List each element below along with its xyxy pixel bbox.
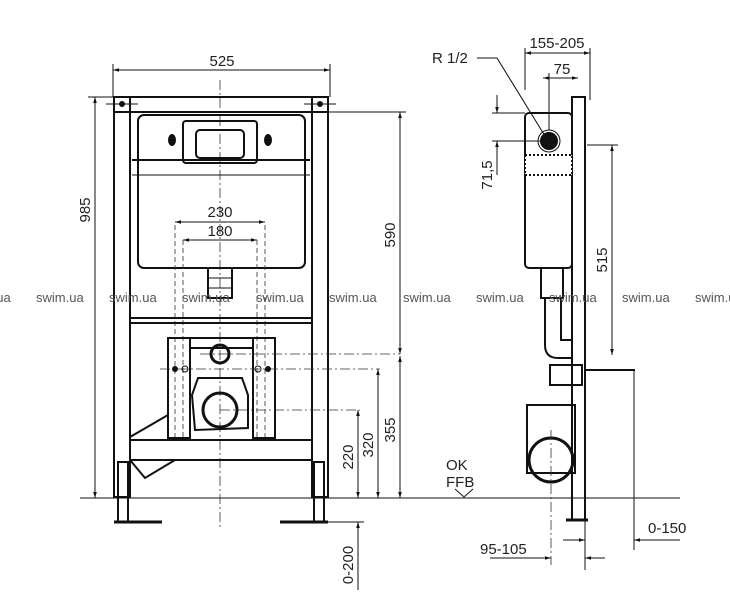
side-view: 515 71,5 155-205 75 R 1/2 OK FFB 0-150 9…: [432, 35, 686, 570]
watermark: swim.ua: [403, 290, 451, 305]
watermark: swim.ua: [182, 290, 230, 305]
watermark-row: swim.ua swim.ua swim.ua swim.ua swim.ua …: [0, 290, 730, 305]
watermark: swim.ua: [549, 290, 597, 305]
foot-adjust-dimension: 0-200: [340, 546, 357, 584]
watermark: swim.ua: [476, 290, 524, 305]
lower-fixing-dimension: 320: [360, 432, 377, 457]
depth-dimension: 155-205: [529, 35, 584, 52]
height-dimension: 985: [77, 197, 94, 222]
inlet-offset-dimension: 75: [554, 61, 571, 78]
cistern: [137, 114, 306, 269]
floor-label-ok: OK: [446, 457, 468, 474]
width-dimension: 525: [209, 53, 234, 70]
flush-plate-opening: [182, 120, 258, 164]
floor-label-ffb: FFB: [446, 474, 474, 491]
plate-height-dimension: 515: [594, 247, 611, 272]
drain-height-dimension: 220: [340, 444, 357, 469]
inlet-thread-label: R 1/2: [432, 50, 468, 67]
watermark: swim.ua: [622, 290, 670, 305]
upper-fixing-dimension: 355: [382, 417, 399, 442]
watermark: swim.ua: [36, 290, 84, 305]
watermark: swim.ua: [109, 290, 157, 305]
watermark: swim.ua: [256, 290, 304, 305]
inner-spacing-dimension: 180: [207, 223, 232, 240]
drain-offset-dimension: 95-105: [480, 541, 527, 558]
outer-spacing-dimension: 230: [207, 204, 232, 221]
front-view: 525 985 590 355 320 220 0-200 230 180: [77, 53, 406, 590]
inlet-height-dimension: 71,5: [479, 160, 496, 189]
watermark: swim.ua: [329, 290, 377, 305]
wall-offset-dimension: 0-150: [648, 520, 686, 537]
watermark: swim.ua: [695, 290, 730, 305]
watermark: swim.ua: [0, 290, 11, 305]
cistern-height-dimension: 590: [382, 222, 399, 247]
